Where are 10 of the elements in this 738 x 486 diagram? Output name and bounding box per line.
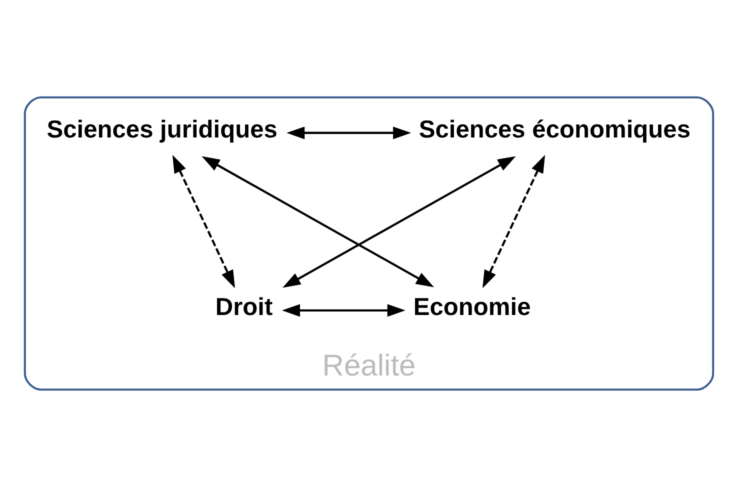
- arrow: [286, 126, 412, 139]
- node-text: Droit: [215, 294, 273, 321]
- arrow: [282, 156, 516, 288]
- arrow: [202, 156, 434, 287]
- node-text: Sciences économiques: [418, 116, 691, 144]
- arrow: [482, 154, 546, 288]
- arrow: [282, 304, 406, 316]
- arrow: [172, 154, 235, 288]
- node-text: Economie: [413, 294, 531, 321]
- node-text: Sciences juridiques: [46, 116, 278, 144]
